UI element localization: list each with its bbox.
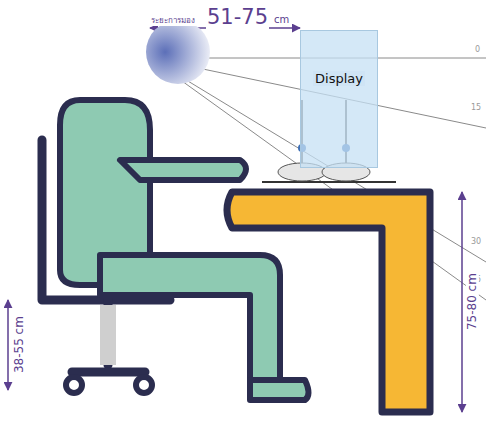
desk-height-dimension: 75-80 cm xyxy=(465,273,478,332)
display-panel: Display xyxy=(300,30,378,168)
dimension-unit: cm xyxy=(273,14,290,25)
chair-wheels xyxy=(66,377,152,393)
angle-number: 0 xyxy=(474,46,481,55)
seat-height-arrow xyxy=(7,300,9,390)
head xyxy=(146,20,210,84)
viewing-distance-caption: ระยะการมอง xyxy=(150,17,196,26)
chair-post xyxy=(100,305,116,365)
desk xyxy=(227,192,430,412)
angle-number: 15 xyxy=(470,104,482,113)
desk-height-arrow xyxy=(461,192,463,412)
seat-height-dimension: 38-55 cm xyxy=(12,316,25,375)
angle-number: 30 xyxy=(470,238,482,247)
person-body xyxy=(60,100,309,400)
dimension-value: 51-75 xyxy=(206,6,269,29)
display-label: Display xyxy=(301,71,377,86)
